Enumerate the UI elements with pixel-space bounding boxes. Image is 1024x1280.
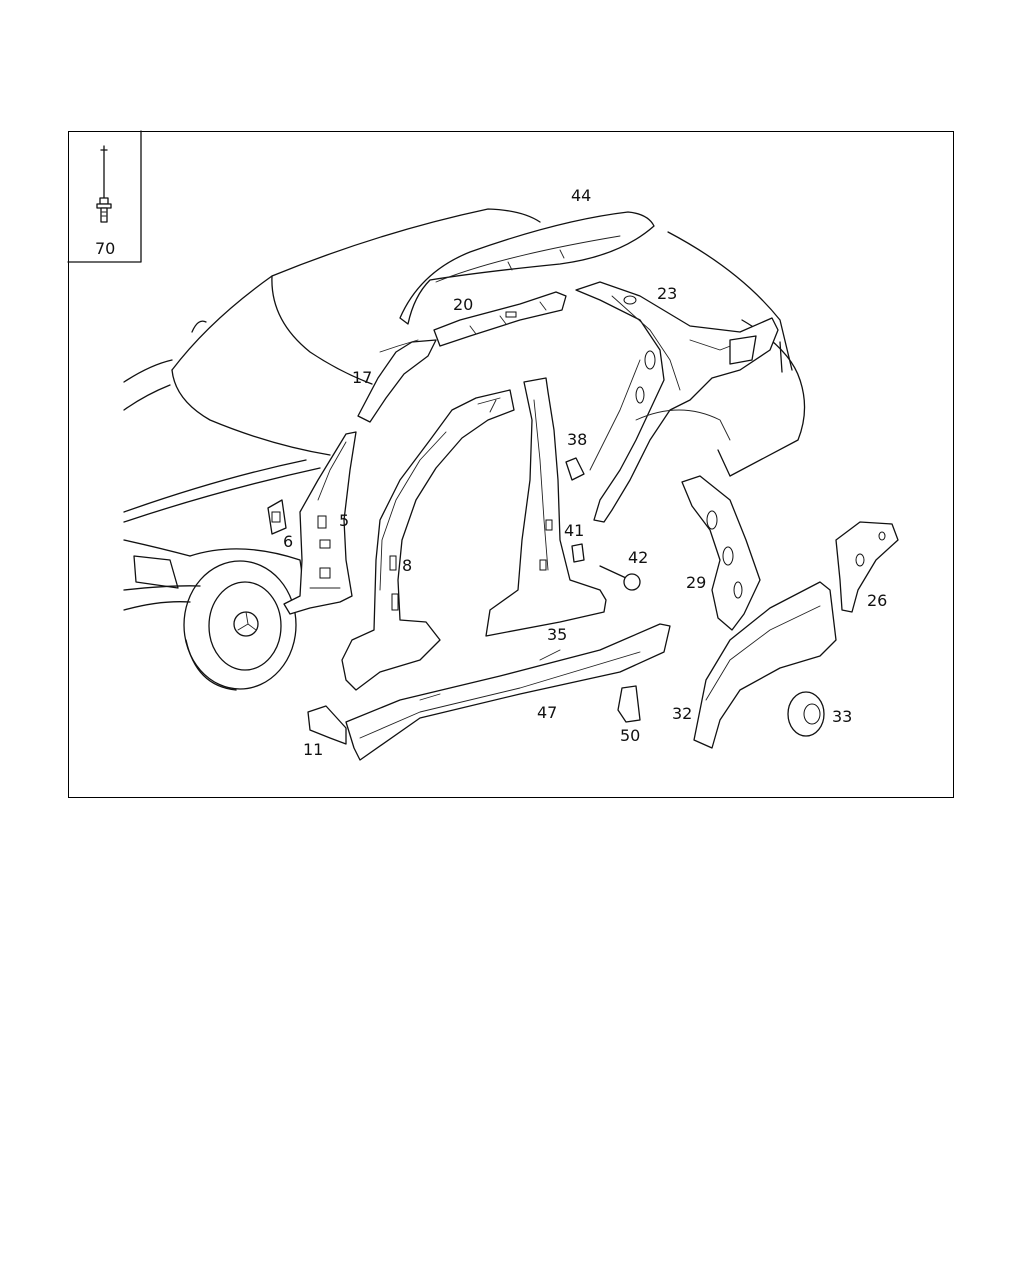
rear-quarter-inner-part-23: [575, 281, 779, 523]
callout-label: 44: [571, 186, 591, 205]
callout-label: 29: [686, 573, 706, 592]
side-frame-part-8: [341, 389, 515, 691]
bracket-part-6: [267, 499, 287, 535]
callout-label: 50: [620, 726, 640, 745]
b-pillar-part-35: [485, 377, 607, 637]
callout-label: 26: [867, 591, 887, 610]
inset-label: 70: [95, 239, 115, 258]
callout-label: 6: [283, 532, 293, 551]
callout-label: 47: [537, 703, 557, 722]
a-pillar-upper-part-17: [357, 339, 437, 423]
roof-rail-part-20: [433, 291, 567, 347]
bracket-part-26: [835, 521, 899, 613]
inset-box: [67, 130, 142, 263]
callout-label: 23: [657, 284, 677, 303]
roof-frame-part-44: [399, 211, 655, 325]
bolt-icon: [96, 145, 112, 223]
callout-label: 11: [303, 740, 323, 759]
front-wheel: [183, 560, 297, 691]
clip-part-38: [565, 457, 585, 481]
screw-part-42: [599, 565, 641, 591]
wheelhouse-inner-part-29: [681, 475, 761, 631]
grommet-part-33: [787, 691, 825, 737]
callout-label: 35: [547, 625, 567, 644]
callout-label: 38: [567, 430, 587, 449]
bracket-part-50: [617, 685, 641, 723]
a-pillar-lower-part-5: [283, 431, 357, 615]
diagram-frame: [68, 131, 954, 798]
wheel-arch-part-32: [693, 581, 837, 749]
bracket-part-11: [307, 705, 347, 745]
callout-label: 8: [402, 556, 412, 575]
callout-label: 17: [352, 368, 372, 387]
callout-label: 33: [832, 707, 852, 726]
car-outline: [123, 208, 806, 691]
clip-part-41: [571, 543, 585, 563]
callout-label: 42: [628, 548, 648, 567]
callout-label: 32: [672, 704, 692, 723]
rocker-sill-part-47: [345, 623, 671, 761]
callout-label: 41: [564, 521, 584, 540]
callout-label: 5: [339, 511, 349, 530]
callout-label: 20: [453, 295, 473, 314]
